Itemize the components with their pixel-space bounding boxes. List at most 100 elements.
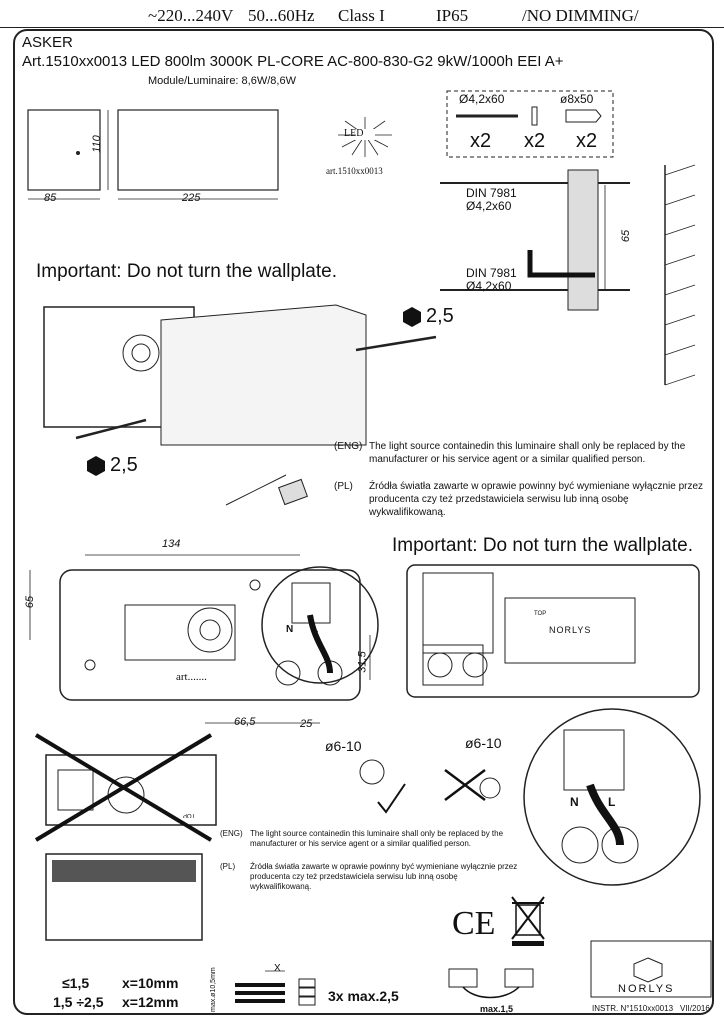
terminal-block-detail: [563, 729, 625, 791]
mains-cable: [527, 250, 595, 278]
dimension-views: [27, 109, 279, 200]
note-pl-tag: (PL): [334, 481, 353, 492]
brand-lantern-icon: [633, 957, 663, 983]
dim-plate-height: 65: [24, 595, 37, 609]
brand-logo-frame: [590, 940, 712, 998]
note2-pl-text: Źródła światła zawarte w oprawie powinny…: [250, 862, 518, 891]
instruction-sheet: [13, 29, 714, 1015]
dimming-spec: /NO DIMMING/: [522, 6, 639, 25]
dim-width: 225: [182, 192, 201, 204]
wallplate-drawing: [29, 554, 379, 724]
note-eng-tag: (ENG): [334, 441, 363, 452]
led-label: LED: [344, 128, 364, 139]
washer-icon: [531, 106, 538, 126]
dim-offset-b: 25: [300, 718, 313, 730]
din-bottom-size: Ø4,2x60: [466, 279, 512, 293]
ip-spec: IP65: [436, 6, 469, 25]
note-pl-text: Źródła światła zawarte w oprawie powinny…: [369, 481, 704, 518]
wire-strip-diagram: [235, 970, 285, 1003]
loop-max: max.1,5: [480, 1004, 514, 1014]
front-view: [117, 109, 279, 191]
max-wire-dia: max.ø10,5mm: [210, 967, 217, 1012]
frequency-spec: 50...60Hz: [248, 6, 315, 25]
screw-size: Ø4,2x60: [459, 92, 505, 106]
plug-qty: x2: [576, 130, 598, 152]
screwdriver-left-icon: [75, 418, 147, 440]
din-top: DIN 7981: [466, 186, 517, 200]
side-view: [27, 109, 101, 191]
wall-mount-diagram: [440, 164, 696, 386]
terminal-n-1: N: [286, 624, 294, 635]
wire-rule-2-x: x=12mm: [122, 994, 179, 1010]
cable-gland: [275, 660, 301, 686]
terminal-spec: 3x max.2,5: [328, 988, 399, 1004]
wire-rule-1-size: ≤1,5: [62, 975, 90, 991]
dim-height: 110: [90, 135, 103, 153]
gland-diagrams: [359, 759, 501, 814]
hex-key-right-icon: [403, 307, 421, 327]
dim-offset-c: 31,5: [356, 651, 369, 673]
top-rule: [0, 27, 724, 28]
assembly-diagram: [43, 304, 437, 506]
voltage-spec: ~220...240V: [148, 6, 234, 25]
wallplate-section: [567, 169, 599, 311]
wire-rule-1-x: x=10mm: [122, 975, 179, 991]
dim-offset-a: 66,5: [234, 716, 256, 728]
gland-ok-label: ø6-10: [325, 738, 362, 754]
check-icon: [377, 783, 406, 814]
art-label: art.......: [176, 671, 207, 683]
screwdriver-right-icon: [355, 335, 437, 352]
terminal-n-2: N: [570, 795, 579, 809]
led-article: art.1510xx0013: [326, 166, 383, 176]
strip-x-label: X: [274, 963, 281, 974]
product-article: Art.1510xx0013 LED 800lm 3000K PL-CORE A…: [22, 53, 564, 70]
gland-bad-label: ø6-10: [465, 735, 502, 751]
led-module: [122, 334, 160, 372]
dim-mount-height: 65: [620, 229, 633, 243]
dim-plate-width: 134: [162, 538, 181, 550]
footer-brand: NORLYS: [618, 983, 675, 995]
top-label-wrong: TOP: [183, 812, 196, 818]
wrong-orientation-diagram: [34, 733, 217, 842]
terminal-l-2: L: [608, 795, 616, 809]
wallplate-rear-view: [406, 564, 700, 698]
note2-eng-text: The light source containedin this lumina…: [250, 829, 504, 848]
gland-ok-icon: [359, 759, 385, 785]
top-label-rear: TOP: [534, 611, 547, 617]
instruction-number: INSTR. N°1510xx0013: [592, 1004, 674, 1013]
power-spec: Module/Luminaire: 8,6W/8,6W: [148, 75, 296, 87]
class-spec: Class I: [338, 6, 385, 25]
wire-rule-2-size: 1,5 ÷2,5: [53, 994, 104, 1010]
hardware-box: [446, 90, 614, 158]
hex-left-label: 2,5: [110, 454, 138, 476]
light-aperture: [52, 860, 196, 882]
ce-mark: CE: [452, 905, 496, 942]
hex-right-label: 2,5: [426, 305, 454, 327]
weee-bin-icon: [511, 896, 545, 946]
note2-pl-tag: (PL): [220, 862, 236, 871]
screw-qty: x2: [470, 130, 492, 152]
terminal-icon: [298, 978, 316, 1006]
note2-eng-tag: (ENG): [220, 829, 243, 838]
warning-wallplate-1: Important: Do not turn the wallplate.: [36, 261, 337, 282]
led-sunburst-icon: [338, 117, 392, 157]
note-eng-text: The light source containedin this lumina…: [369, 441, 686, 465]
loop-wiring-diagram: [448, 968, 534, 999]
terminal-detail: [523, 708, 701, 886]
wall-plug-icon: [565, 109, 602, 123]
luminaire-body: [160, 304, 367, 446]
mounted-luminaire: [45, 853, 203, 941]
din-bottom: DIN 7981: [466, 266, 517, 280]
detail-circle: [261, 566, 379, 684]
led-module-top: [187, 607, 233, 653]
dim-depth: 85: [44, 192, 57, 204]
instruction-date: VII/2016: [680, 1004, 710, 1013]
plug-size: ø8x50: [560, 92, 594, 106]
terminal-l-1: L: [312, 624, 319, 635]
product-name: ASKER: [22, 34, 73, 51]
warning-wallplate-2: Important: Do not turn the wallplate.: [392, 535, 693, 556]
washer-qty: x2: [524, 130, 546, 152]
gland-bad-icon: [479, 777, 501, 799]
din-top-size: Ø4,2x60: [466, 199, 512, 213]
rear-brand: NORLYS: [549, 625, 592, 635]
